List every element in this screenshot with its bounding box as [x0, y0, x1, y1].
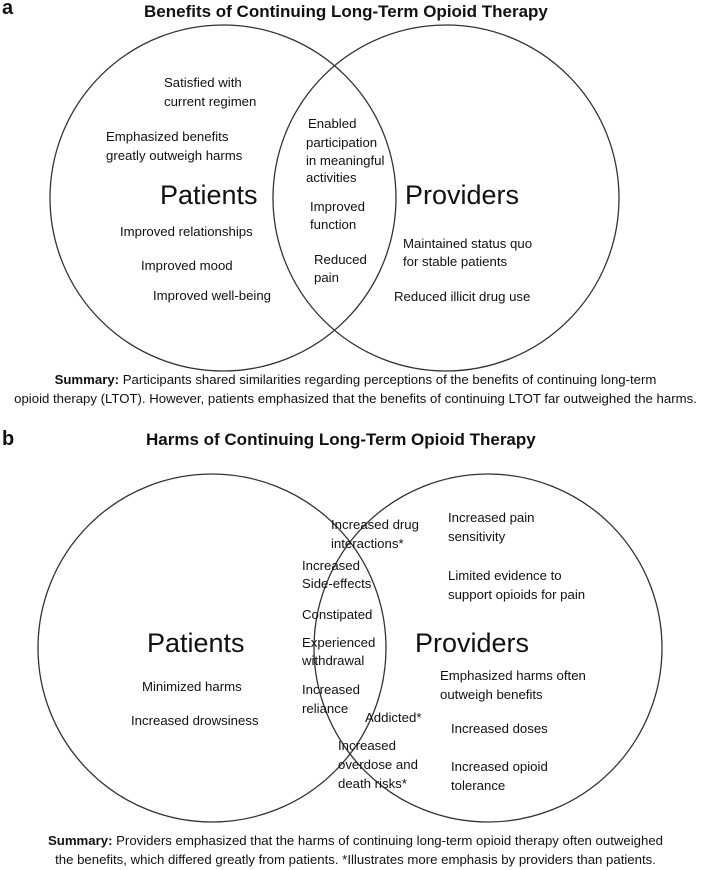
panel-b-patient-item: Minimized harms [142, 679, 242, 694]
panel-b-shared-item: Addicted* [365, 710, 422, 725]
panel-a-title: Benefits of Continuing Long-Term Opioid … [144, 2, 548, 21]
panel-a-providers-label: Providers [405, 180, 520, 210]
panel-b-provider-item: Limited evidence to [448, 568, 562, 583]
panel-a-patient-item: Emphasized benefits [106, 129, 229, 144]
panel-b-shared-item: overdose and [338, 757, 418, 772]
panel-a-summary-label: Summary: [54, 372, 120, 387]
panel-a-provider-item: Maintained status quo [403, 236, 533, 251]
panel-a-patients-circle [49, 24, 397, 372]
panel-a-providers-circle [272, 24, 620, 372]
panel-b-provider-item: Increased opioid [451, 759, 548, 774]
panel-b-shared-item: Experienced [302, 635, 376, 650]
panel-b-summary-line1: Providers emphasized that the harms of c… [116, 833, 664, 848]
panel-a-shared-item: participation [306, 135, 378, 150]
panel-a-patient-item: Improved well-being [153, 288, 272, 303]
panel-b-shared-item: Increased [302, 558, 360, 573]
panel-a-shared-item: Reduced [314, 252, 367, 267]
panel-b-provider-item: Increased pain [448, 510, 535, 525]
panel-b-summary-line2: the benefits, which differed greatly fro… [55, 852, 656, 867]
panel-b-shared-item: Side-effects [302, 576, 372, 591]
panel-a-provider-item: for stable patients [403, 254, 508, 269]
panel-b-provider-item: outweigh benefits [440, 687, 543, 702]
panel-a-shared-item: function [310, 217, 357, 232]
panel-b-shared-item: Increased drug [331, 517, 419, 532]
panel-a-patient-item: Satisfied with [164, 75, 242, 90]
panel-a-patient-item: Improved relationships [120, 224, 253, 239]
panel-b-patients-label: Patients [147, 628, 245, 658]
panel-b-shared-item: Constipated [302, 607, 373, 622]
panel-a-shared-item: pain [314, 270, 339, 285]
panel-b-shared-item: Increased [302, 682, 360, 697]
panel-b-shared-item: withdrawal [302, 653, 365, 668]
panel-b-shared-item: reliance [302, 701, 349, 716]
panel-a-patient-item: current regimen [164, 94, 257, 109]
panel-a-shared-item: activities [306, 170, 357, 185]
panel-a-shared-item: Improved [310, 199, 365, 214]
panel-a-shared-item: Enabled [308, 116, 357, 131]
panel-a-summary: Summary: Participants shared similaritie… [0, 370, 711, 408]
panel-b-summary: Summary: Providers emphasized that the h… [0, 831, 711, 869]
panel-b-provider-item: support opioids for pain [448, 587, 586, 602]
panel-b-shared-item: interactions* [331, 536, 404, 551]
panel-b-letter: b [2, 428, 15, 450]
panel-b-providers-circle [313, 473, 663, 823]
panel-b-title: Harms of Continuing Long-Term Opioid The… [146, 430, 536, 449]
panel-a-patient-item: greatly outweigh harms [106, 148, 243, 163]
panel-a-shared-item: in meaningful [306, 153, 385, 168]
panel-b-shared-item: death risks* [338, 776, 407, 791]
panel-a-patient-item: Improved mood [141, 258, 233, 273]
panel-a-summary-line2: opioid therapy (LTOT). However, patients… [14, 391, 697, 406]
panel-b-patients-circle [37, 473, 387, 823]
panel-b-provider-item: tolerance [451, 778, 506, 793]
panel-a-letter: a [2, 0, 14, 19]
panel-b-providers-label: Providers [415, 628, 530, 658]
panel-b-provider-item: sensitivity [448, 529, 506, 544]
panel-b-shared-item: Increased [338, 738, 396, 753]
panel-b-patient-item: Increased drowsiness [131, 713, 259, 728]
panel-b-provider-item: Emphasized harms often [440, 668, 586, 683]
panel-a-patients-label: Patients [160, 180, 258, 210]
panel-b-summary-label: Summary: [47, 833, 113, 848]
panel-a-provider-item: Reduced illicit drug use [394, 289, 531, 304]
panel-a-summary-line1: Participants shared similarities regardi… [122, 372, 657, 387]
panel-b-provider-item: Increased doses [451, 721, 548, 736]
